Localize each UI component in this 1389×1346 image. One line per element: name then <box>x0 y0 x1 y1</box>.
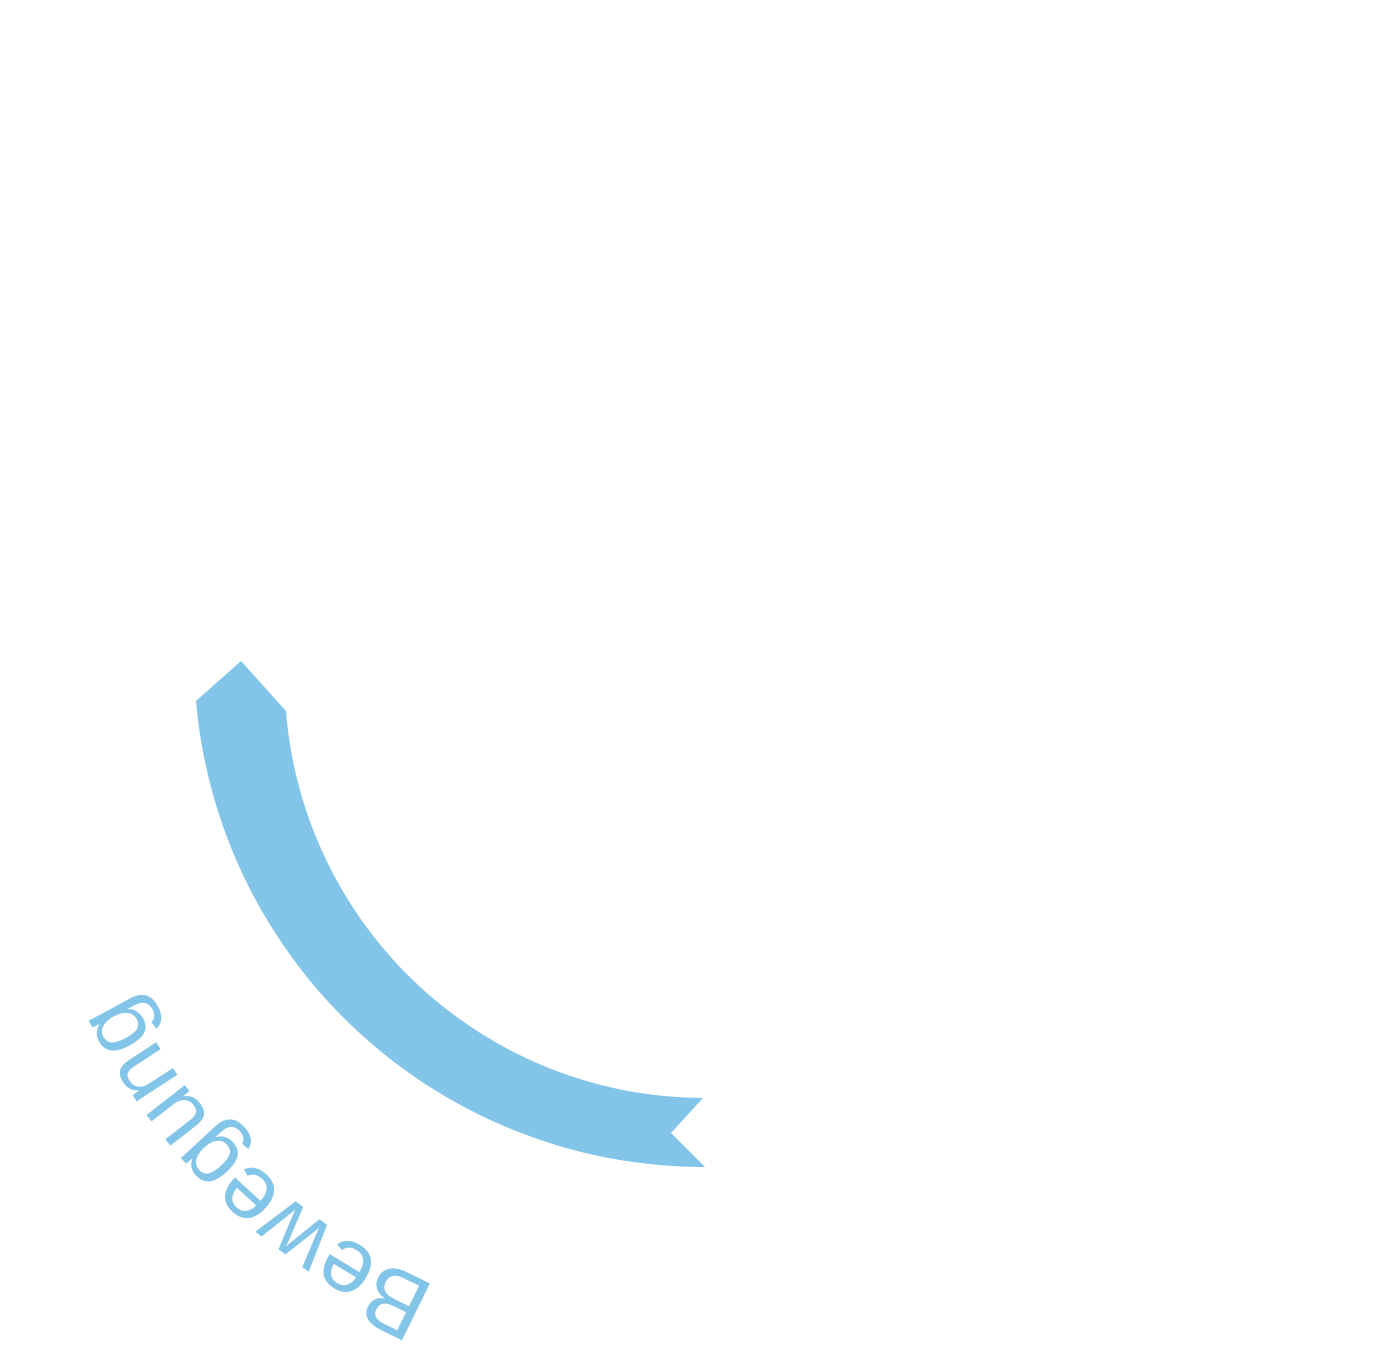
ribbon-arc-segment <box>196 661 705 1168</box>
